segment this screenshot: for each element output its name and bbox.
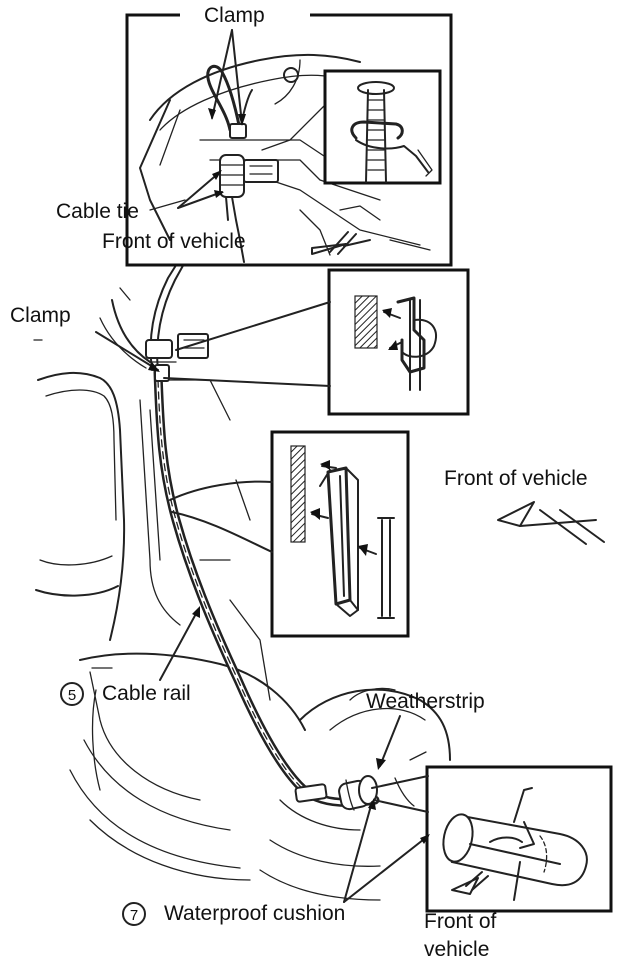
clamp-left-label: Clamp — [10, 304, 71, 327]
vehicle-body-outline — [33, 287, 451, 901]
front-of-vehicle-top-label: Front of vehicle — [102, 230, 246, 253]
waterproof-cushion-part — [294, 775, 378, 811]
top-detail-box — [125, 6, 453, 267]
label-leader-lines — [95, 331, 430, 903]
cable-rail-number: 5 — [68, 687, 76, 704]
clip-detail-box — [163, 268, 470, 416]
top-leader-lines — [177, 29, 246, 209]
rail-detail-box — [169, 430, 410, 638]
clamp-top-label: Clamp — [204, 4, 265, 27]
waterproof-cushion-number: 7 — [130, 907, 138, 924]
cable-rail-number-circle — [60, 682, 84, 706]
waterproof-cushion-label: Waterproof cushion — [164, 902, 345, 925]
front-of-vehicle-bottom-label-line1: Front of — [424, 910, 497, 933]
clamp-assembly — [145, 333, 209, 382]
front-of-vehicle-right-label: Front of vehicle — [444, 467, 588, 490]
front-of-vehicle-bottom-label-line2: vehicle — [424, 938, 489, 961]
cushion-detail-box — [371, 765, 613, 913]
front-of-vehicle-arrow-right — [497, 501, 605, 545]
cable-rail-label: Cable rail — [102, 682, 191, 705]
waterproof-cushion-number-circle — [122, 902, 146, 926]
cable-tie-label: Cable tie — [56, 200, 139, 223]
weatherstrip-label: Weatherstrip — [366, 690, 485, 713]
